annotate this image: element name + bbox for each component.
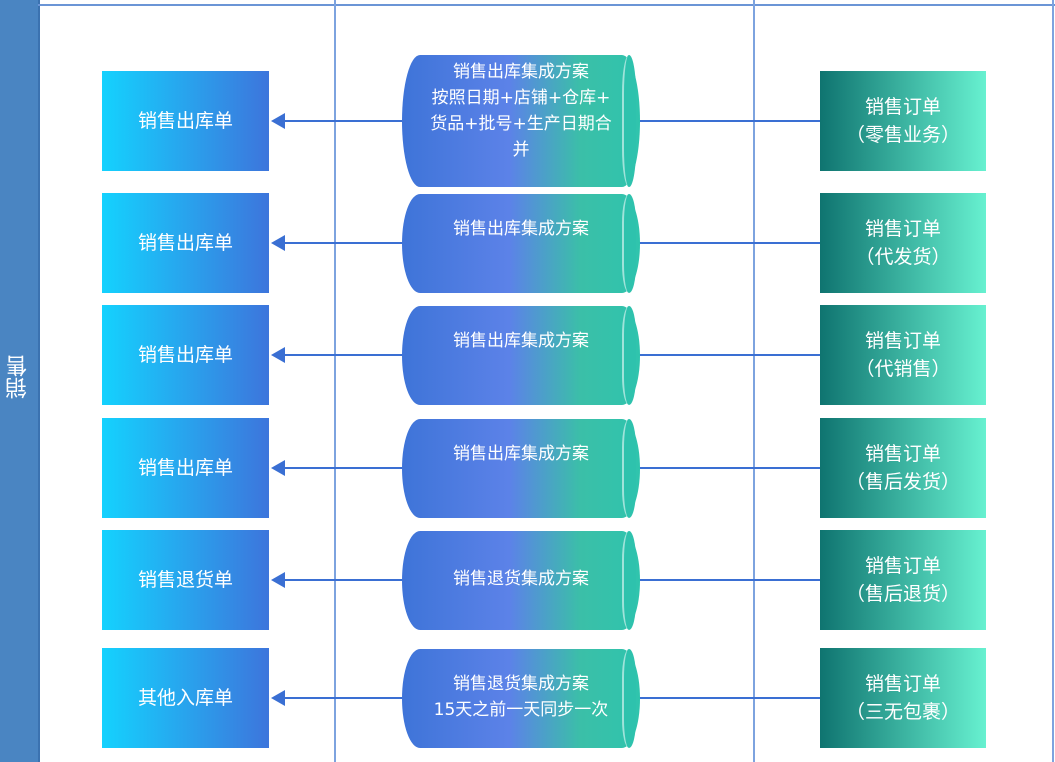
target-document-box: 销售出库单 (102, 418, 269, 518)
lane-right-border (1052, 0, 1054, 762)
integration-scheme-cylinder: 销售退货集成方案 (402, 531, 640, 630)
swimlane-label: 销售 (6, 355, 31, 399)
target-document-box: 其他入库单 (102, 648, 269, 748)
source-order-box: 销售订单 （零售业务） (820, 71, 986, 171)
arrow-head-icon (271, 347, 285, 363)
target-document-box: 销售出库单 (102, 71, 269, 171)
target-document-box: 销售出库单 (102, 193, 269, 293)
target-document-box: 销售退货单 (102, 530, 269, 630)
lane-top-border (38, 4, 1055, 6)
source-order-title: 销售订单 (864, 330, 941, 352)
source-order-title: 销售订单 (864, 218, 941, 240)
target-document-box: 销售出库单 (102, 305, 269, 405)
integration-scheme-cylinder: 销售出库集成方案 (402, 306, 640, 405)
scheme-line: 销售退货集成方案 (453, 569, 589, 589)
source-order-box: 销售订单 （三无包裹） (820, 648, 986, 748)
source-order-box: 销售订单 （代销售） (820, 305, 986, 405)
source-order-type: （代发货） (855, 246, 951, 268)
scheme-line: 销售出库集成方案 (453, 331, 589, 351)
arrow-head-icon (271, 113, 285, 129)
integration-scheme-cylinder: 销售出库集成方案 (402, 419, 640, 518)
scheme-line: 15天之前一天同步一次 (433, 700, 609, 720)
arrow-head-icon (271, 460, 285, 476)
source-order-title: 销售订单 (864, 555, 941, 577)
source-order-type: （零售业务） (845, 124, 960, 146)
source-order-type: （代销售） (855, 358, 951, 380)
scheme-line: 并 (512, 140, 530, 160)
scheme-line: 货品+批号+生产日期合 (430, 114, 612, 134)
target-document-label: 销售出库单 (137, 457, 233, 479)
source-order-type: （三无包裹） (845, 701, 960, 723)
scheme-line: 销售退货集成方案 (453, 674, 589, 694)
target-document-label: 销售出库单 (137, 232, 233, 254)
swimlane-header: 销售 (0, 0, 40, 762)
column-divider-left (334, 0, 336, 762)
source-order-title: 销售订单 (864, 443, 941, 465)
column-divider-right (753, 0, 755, 762)
target-document-label: 销售出库单 (137, 344, 233, 366)
target-document-label: 其他入库单 (137, 687, 233, 709)
scheme-line: 销售出库集成方案 (453, 444, 589, 464)
target-document-label: 销售退货单 (137, 569, 233, 591)
arrow-head-icon (271, 690, 285, 706)
integration-scheme-cylinder: 销售出库集成方案 (402, 194, 640, 293)
source-order-box: 销售订单 （售后退货） (820, 530, 986, 630)
arrow-head-icon (271, 572, 285, 588)
integration-scheme-cylinder: 销售出库集成方案 按照日期+店铺+仓库+ 货品+批号+生产日期合 并 (402, 55, 640, 187)
source-order-title: 销售订单 (864, 673, 941, 695)
source-order-type: （售后退货） (845, 583, 960, 605)
integration-scheme-cylinder: 销售退货集成方案 15天之前一天同步一次 (402, 649, 640, 748)
source-order-box: 销售订单 （售后发货） (820, 418, 986, 518)
source-order-title: 销售订单 (864, 96, 941, 118)
arrow-head-icon (271, 235, 285, 251)
source-order-box: 销售订单 （代发货） (820, 193, 986, 293)
scheme-line: 销售出库集成方案 (453, 219, 589, 239)
source-order-type: （售后发货） (845, 471, 960, 493)
scheme-line: 按照日期+店铺+仓库+ (431, 88, 611, 108)
target-document-label: 销售出库单 (137, 110, 233, 132)
scheme-line: 销售出库集成方案 (453, 62, 589, 82)
